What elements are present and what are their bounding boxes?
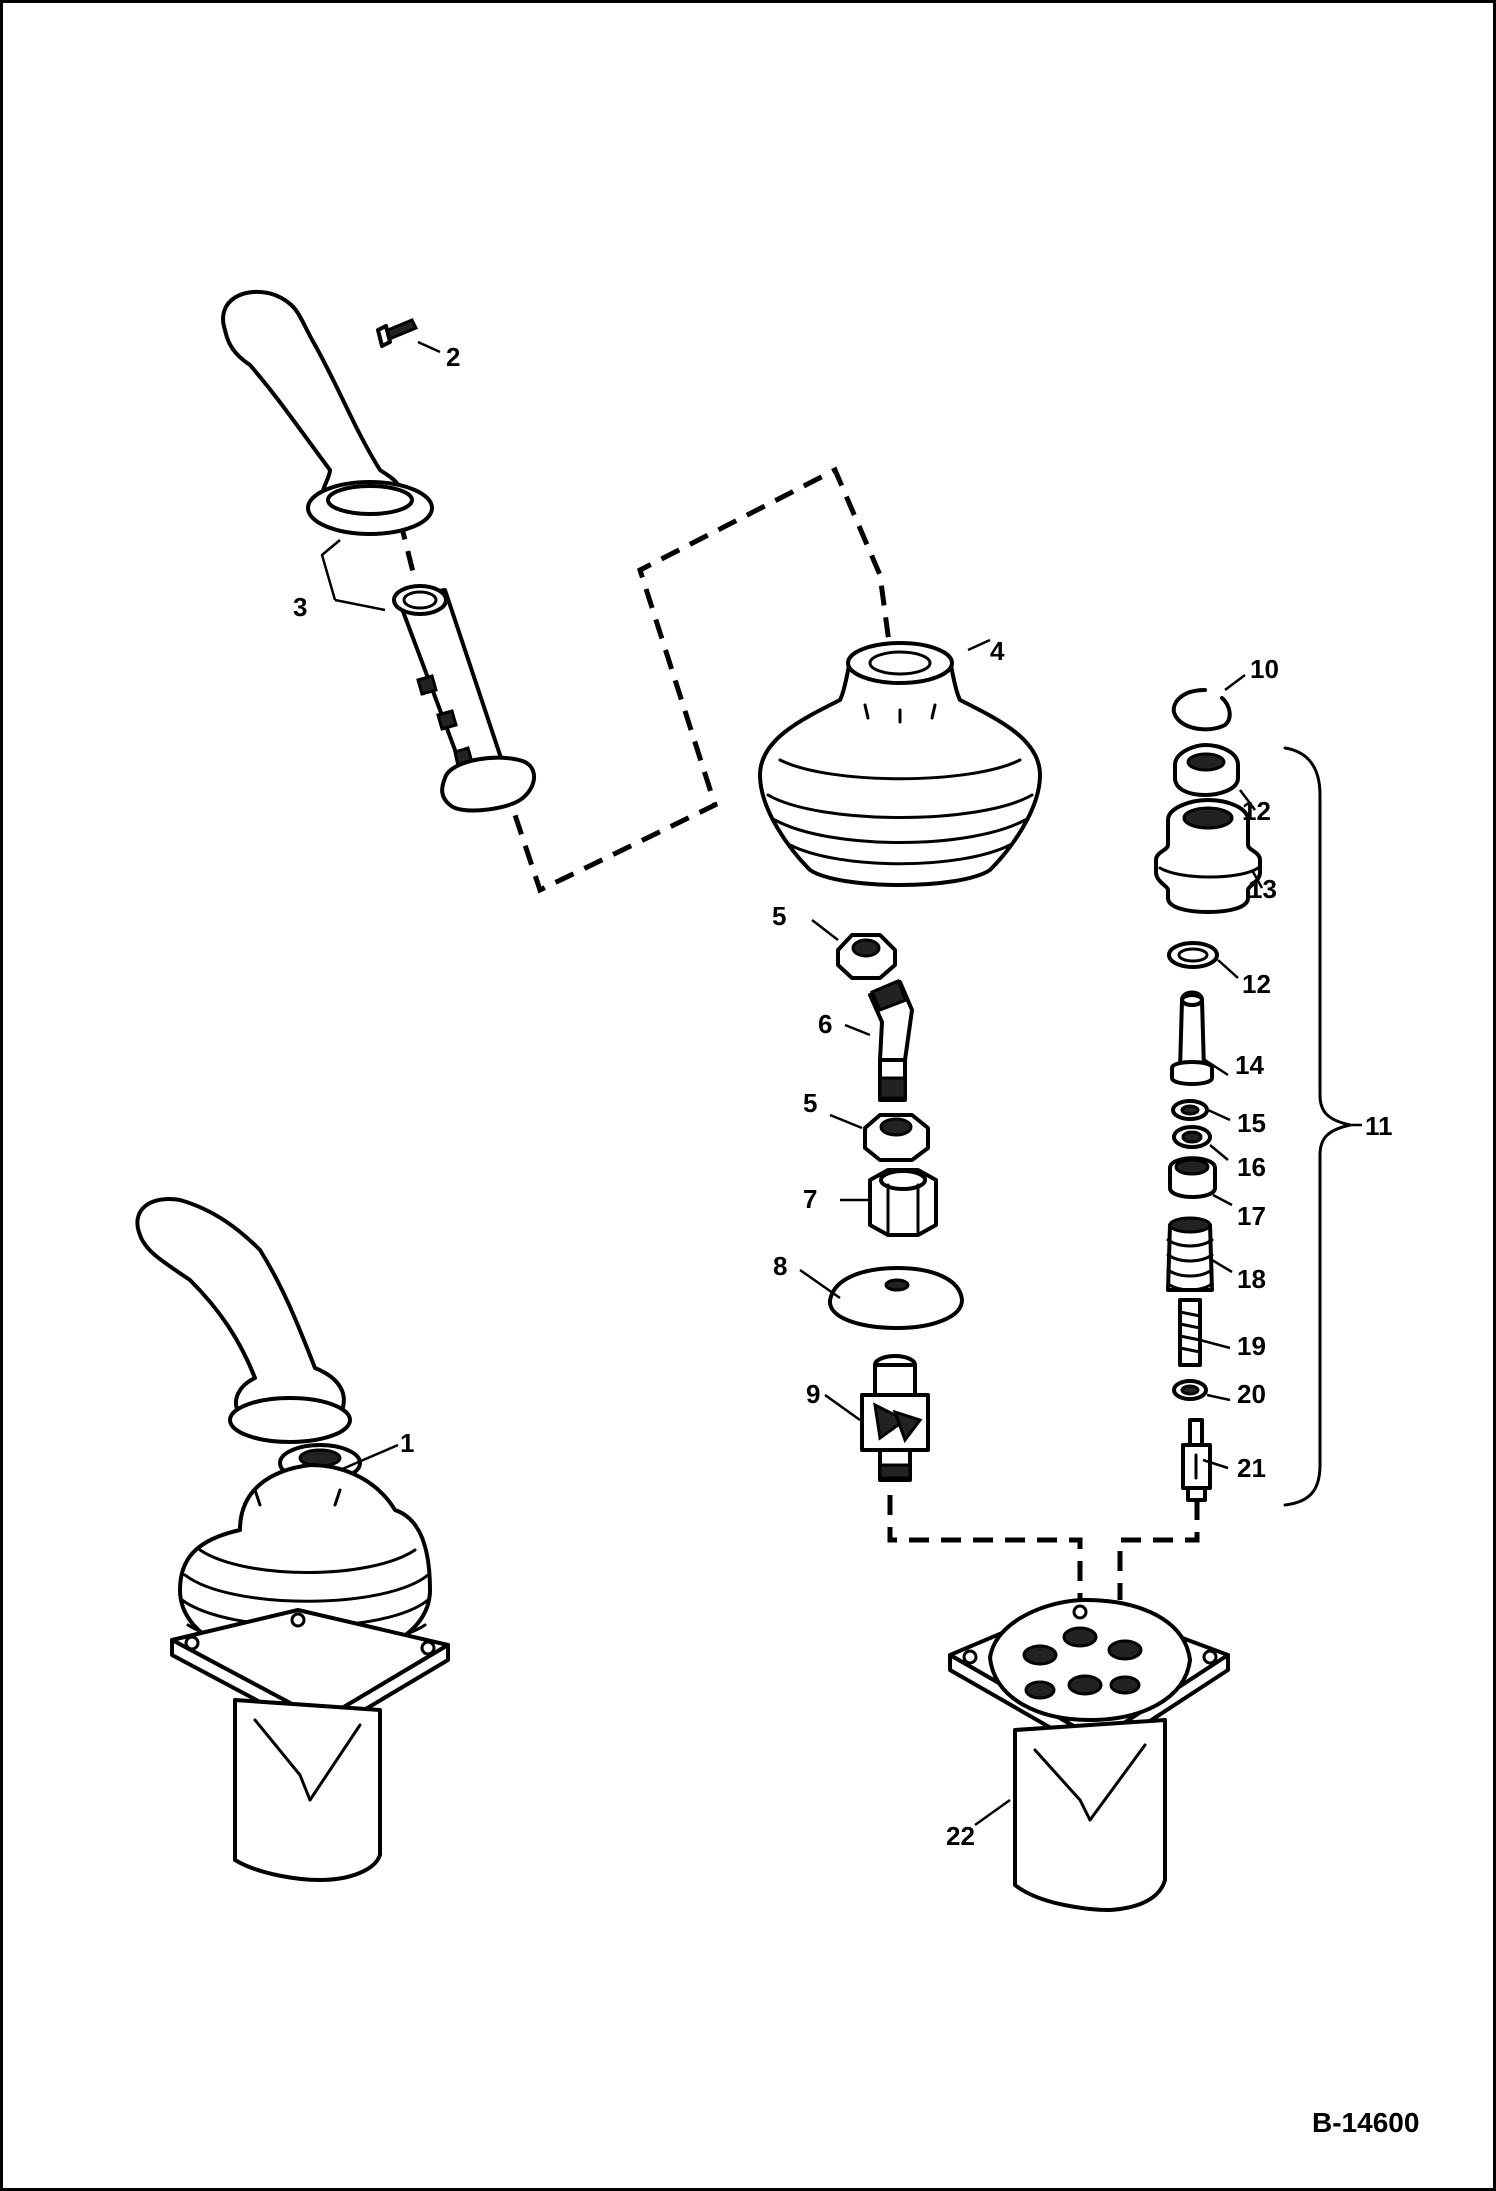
callout-16: 16 bbox=[1237, 1152, 1266, 1182]
push-rod-part-14 bbox=[1170, 990, 1214, 1086]
washer-part-16 bbox=[1172, 1125, 1212, 1149]
callout-3: 3 bbox=[293, 592, 307, 622]
joystick-assembly-part-1 bbox=[135, 1197, 450, 1882]
disc-plate-part-8 bbox=[828, 1266, 964, 1330]
boot-part-4 bbox=[758, 641, 1042, 887]
screw-part-2 bbox=[376, 318, 419, 348]
callout-18: 18 bbox=[1237, 1264, 1266, 1294]
inner-spring-part-19 bbox=[1178, 1298, 1202, 1367]
callout-6: 6 bbox=[818, 1009, 832, 1039]
callout-14: 14 bbox=[1235, 1050, 1264, 1080]
callout-19: 19 bbox=[1237, 1331, 1266, 1361]
callout-22: 22 bbox=[946, 1821, 975, 1851]
callout-7: 7 bbox=[803, 1184, 817, 1214]
snap-ring-part-10 bbox=[1171, 688, 1232, 732]
callout-21: 21 bbox=[1237, 1453, 1266, 1483]
callout-5-upper: 5 bbox=[772, 901, 786, 931]
dashed-link-handle-to-boot bbox=[502, 466, 893, 894]
callout-10: 10 bbox=[1250, 654, 1279, 684]
spool-part-21 bbox=[1181, 1418, 1212, 1502]
grip-sleeve-part-3 bbox=[392, 584, 536, 813]
drawing-reference: B-14600 bbox=[1312, 2107, 1419, 2138]
seal-part-12-upper bbox=[1173, 743, 1240, 797]
valve-base-part-22 bbox=[948, 1598, 1230, 1912]
callout-4: 4 bbox=[990, 636, 1005, 666]
callout-5-lower: 5 bbox=[803, 1088, 817, 1118]
callout-11: 11 bbox=[1365, 1111, 1393, 1141]
callout-2: 2 bbox=[446, 342, 460, 372]
shim-part-20 bbox=[1172, 1379, 1208, 1401]
callout-12-upper: 12 bbox=[1242, 796, 1271, 826]
leader-lines bbox=[320, 340, 1264, 1827]
callout-15: 15 bbox=[1237, 1108, 1266, 1138]
callout-12-lower: 12 bbox=[1242, 969, 1271, 999]
guide-part-13 bbox=[1154, 798, 1262, 914]
valve-part-9 bbox=[860, 1354, 930, 1482]
callout-17: 17 bbox=[1237, 1201, 1266, 1231]
callout-8: 8 bbox=[773, 1251, 787, 1281]
spring-seat-part-17 bbox=[1168, 1156, 1217, 1199]
kit-brace-part-11 bbox=[1283, 746, 1352, 1507]
dashed-link-plunger-to-base bbox=[1117, 1500, 1200, 1600]
nut-part-5-upper bbox=[836, 933, 897, 980]
dashed-link-valve-to-base bbox=[887, 1495, 1083, 1600]
spring-part-18 bbox=[1166, 1216, 1214, 1292]
callout-13: 13 bbox=[1248, 874, 1277, 904]
nut-part-5-lower bbox=[863, 1113, 930, 1162]
callout-9: 9 bbox=[806, 1379, 820, 1409]
o-ring-part-12-lower bbox=[1167, 941, 1219, 969]
coupling-part-7 bbox=[868, 1168, 938, 1237]
handle-grip-part-3 bbox=[221, 289, 434, 536]
callout-1: 1 bbox=[400, 1428, 414, 1458]
washer-part-15 bbox=[1171, 1099, 1209, 1121]
callout-20: 20 bbox=[1237, 1379, 1266, 1409]
stud-part-6 bbox=[868, 979, 914, 1102]
